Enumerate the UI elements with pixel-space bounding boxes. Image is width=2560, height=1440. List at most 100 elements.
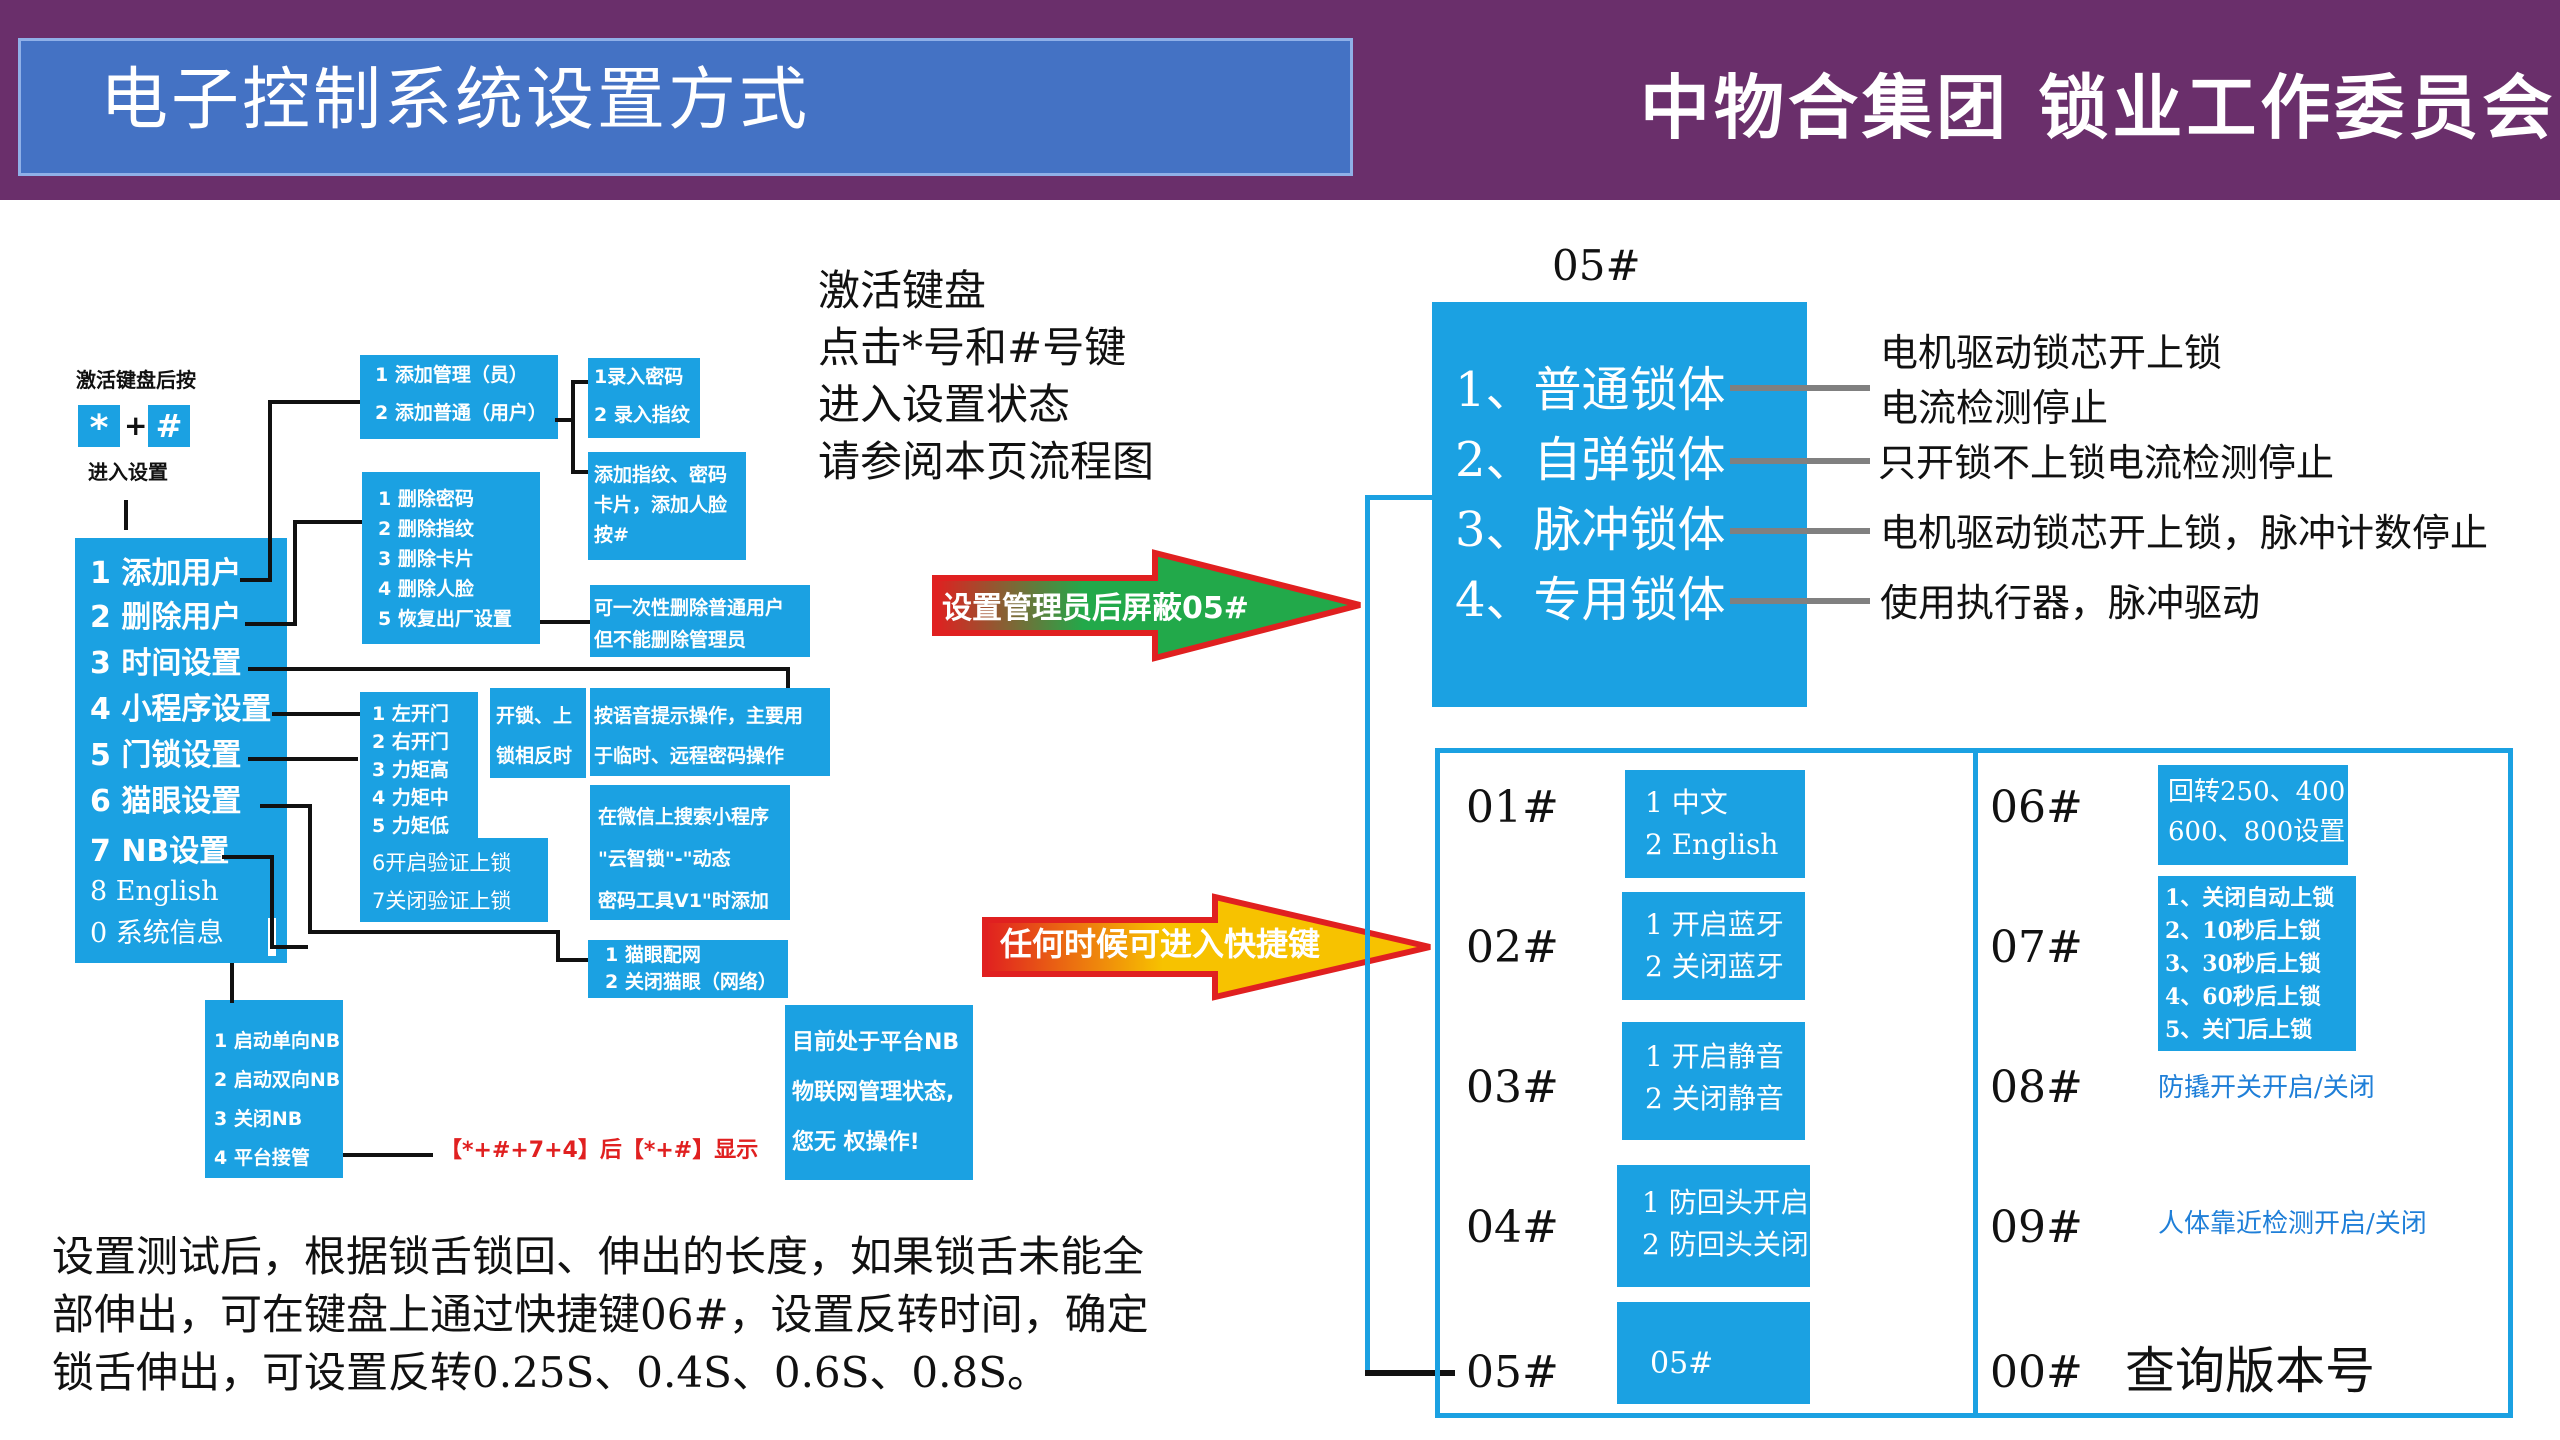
nb-twoway[interactable]: 2 启动双向NB — [214, 1069, 341, 1091]
delete-fingerprint[interactable]: 2 删除指纹 — [378, 518, 474, 540]
open-lock-line: 开锁、上 — [496, 705, 573, 727]
plus-sign: + — [124, 409, 148, 442]
menu-item-delete-user[interactable]: 2 删除用户 — [90, 600, 242, 635]
shortcut-line: 1 开启静音 — [1645, 1040, 1784, 1073]
door-lock-box — [360, 692, 478, 844]
shortcut-code: 07# — [1990, 922, 2083, 973]
delete-password[interactable]: 1 删除密码 — [378, 488, 474, 510]
enter-settings-label: 进入设置 — [88, 460, 168, 484]
shortcut-line: 2 English — [1645, 828, 1779, 861]
record-password: 1录入密码 — [594, 366, 684, 388]
nb-platform[interactable]: 4 平台接管 — [214, 1147, 310, 1169]
shortcut-line: 2 关闭蓝牙 — [1645, 950, 1784, 983]
menu-item-nb[interactable]: 7 NB设置 — [90, 834, 230, 869]
shortcut-bluetooth: 1 开启蓝牙 2 关闭蓝牙 — [1645, 904, 1784, 988]
menu-item-cat-eye[interactable]: 6 猫眼设置 — [90, 784, 242, 819]
enable-verify-lock[interactable]: 6开启验证上锁 — [372, 851, 512, 875]
shortcut-proximity[interactable]: 人体靠近检测开启/关闭 — [2158, 1209, 2427, 1239]
shortcut-lock-body: 05# — [1650, 1346, 1714, 1381]
delete-card[interactable]: 3 删除卡片 — [378, 548, 474, 570]
disable-verify-lock[interactable]: 7关闭验证上锁 — [372, 889, 512, 913]
nb-oneway[interactable]: 1 启动单向NB — [214, 1030, 341, 1052]
menu-item-time[interactable]: 3 时间设置 — [90, 646, 242, 681]
cat-eye-box — [588, 940, 788, 998]
nb-box — [205, 1000, 343, 1178]
torque-mid[interactable]: 4 力矩中 — [372, 787, 449, 809]
arrow-admin-label: 设置管理员后屏蔽05# — [942, 591, 1249, 626]
open-lock-note: 开锁、上 锁相反时 — [496, 696, 572, 776]
platform-note-line: 您无 权操作! — [792, 1130, 920, 1155]
keyboard-note-line: 进入设置状态 — [818, 380, 1071, 429]
bottom-note-line: 设置测试后，根据锁舌锁回、伸出的长度，如果锁舌未能全 — [52, 1232, 1145, 1281]
menu-item-system-info[interactable]: 0 系统信息 — [90, 918, 224, 949]
shortcut-code: 00# — [1990, 1347, 2083, 1398]
activate-title: 激活键盘后按 — [76, 368, 196, 392]
shortcut-mute-box[interactable] — [1622, 1022, 1805, 1140]
delete-note-box — [590, 585, 810, 657]
factory-reset[interactable]: 5 恢复出厂设置 — [378, 608, 512, 630]
mini-program-box — [590, 785, 790, 920]
shortcut-language-box[interactable] — [1625, 770, 1805, 878]
voice-note-box — [590, 688, 830, 776]
platform-note-line: 目前处于平台NB — [792, 1030, 960, 1055]
platform-note-line: 物联网管理状态, — [792, 1080, 955, 1105]
add-note-line: 按# — [594, 524, 629, 546]
mini-program-line: 在微信上搜索小程序 — [598, 806, 770, 828]
torque-high[interactable]: 3 力矩高 — [372, 759, 449, 781]
menu-item-english[interactable]: 8 English — [90, 876, 219, 907]
torque-low[interactable]: 5 力矩低 — [372, 815, 449, 837]
left-door[interactable]: 1 左开门 — [372, 703, 449, 725]
voice-note: 按语音提示操作，主要用 于临时、远程密码操作 — [594, 696, 803, 776]
shortcut-code: 02# — [1466, 922, 1559, 973]
shortcut-autolock-box[interactable] — [2158, 876, 2356, 1051]
delete-note: 可一次性删除普通用户 但不能删除管理员 — [594, 592, 784, 656]
lock-type-spring[interactable]: 2、自弹锁体 — [1455, 432, 1726, 488]
lock-desc-2: 电流检测停止 — [1880, 386, 2109, 430]
shortcut-anti-pry[interactable]: 防撬开关开启/关闭 — [2158, 1073, 2375, 1103]
lock-body-code: 05# — [1552, 241, 1641, 290]
delete-user-box — [362, 472, 540, 644]
add-normal-item[interactable]: 2 添加普通（用户） — [375, 402, 547, 424]
delete-note-line: 可一次性删除普通用户 — [594, 597, 785, 619]
shortcut-anti-return-box[interactable] — [1617, 1165, 1810, 1287]
page-title: 电子控制系统设置方式 — [100, 61, 811, 140]
shortcut-anti-return: 1 防回头开启 2 防回头关闭 — [1642, 1182, 1809, 1266]
lock-desc-5: 使用执行器，脉冲驱动 — [1880, 581, 2261, 625]
title-box — [18, 38, 1353, 176]
platform-note-box — [785, 1005, 973, 1180]
arrow-admin-icon — [932, 549, 1361, 662]
shortcut-reverse-box[interactable] — [2158, 765, 2348, 865]
menu-item-add-user[interactable]: 1 添加用户 — [90, 556, 242, 591]
lock-type-normal[interactable]: 1、普通锁体 — [1455, 362, 1726, 418]
shortcut-language: 1 中文 2 English — [1645, 782, 1778, 866]
lock-type-pulse[interactable]: 3、脉冲锁体 — [1455, 502, 1726, 558]
keyboard-note-line: 请参阅本页流程图 — [818, 437, 1155, 486]
nb-items: 1 启动单向NB 2 启动双向NB 3 关闭NB 4 平台接管 — [214, 1022, 340, 1178]
shortcut-code: 09# — [1990, 1202, 2083, 1253]
add-admin-item[interactable]: 1 添加管理（员） — [375, 364, 528, 386]
cat-eye-network[interactable]: 1 猫眼配网 — [605, 944, 701, 966]
bottom-note: 设置测试后，根据锁舌锁回、伸出的长度，如果锁舌未能全 部伸出，可在键盘上通过快捷… — [52, 1228, 1149, 1402]
lock-type-special[interactable]: 4、专用锁体 — [1455, 572, 1726, 628]
shortcut-line: 2、10秒后上锁 — [2165, 918, 2321, 944]
open-lock-box — [490, 688, 586, 784]
record-box — [588, 358, 700, 438]
cat-eye-close[interactable]: 2 关闭猫眼（网络） — [605, 971, 777, 993]
shortcut-lock-body-box[interactable] — [1617, 1302, 1810, 1404]
verify-lock-items: 6开启验证上锁 7关闭验证上锁 — [372, 844, 511, 920]
shortcut-line: 1 中文 — [1645, 786, 1728, 819]
right-door[interactable]: 2 右开门 — [372, 731, 449, 753]
shortcut-version[interactable]: 查询版本号 — [2125, 1342, 2375, 1400]
shortcut-bluetooth-box[interactable] — [1622, 892, 1805, 1000]
shortcut-line: 回转250、400 — [2168, 777, 2346, 807]
shortcut-line: 2 关闭静音 — [1645, 1082, 1784, 1115]
menu-item-door-lock[interactable]: 5 门锁设置 — [90, 738, 242, 773]
delete-face[interactable]: 4 删除人脸 — [378, 578, 474, 600]
shortcut-reverse: 回转250、400 600、800设置 — [2168, 772, 2345, 852]
shortcut-code: 05# — [1466, 1347, 1559, 1398]
menu-item-mini-program[interactable]: 4 小程序设置 — [90, 692, 272, 727]
nb-close[interactable]: 3 关闭NB — [214, 1108, 303, 1130]
voice-note-line: 于临时、远程密码操作 — [594, 745, 785, 767]
shortcut-code: 01# — [1466, 782, 1559, 833]
record-items: 1录入密码 2 录入指纹 — [594, 366, 690, 428]
